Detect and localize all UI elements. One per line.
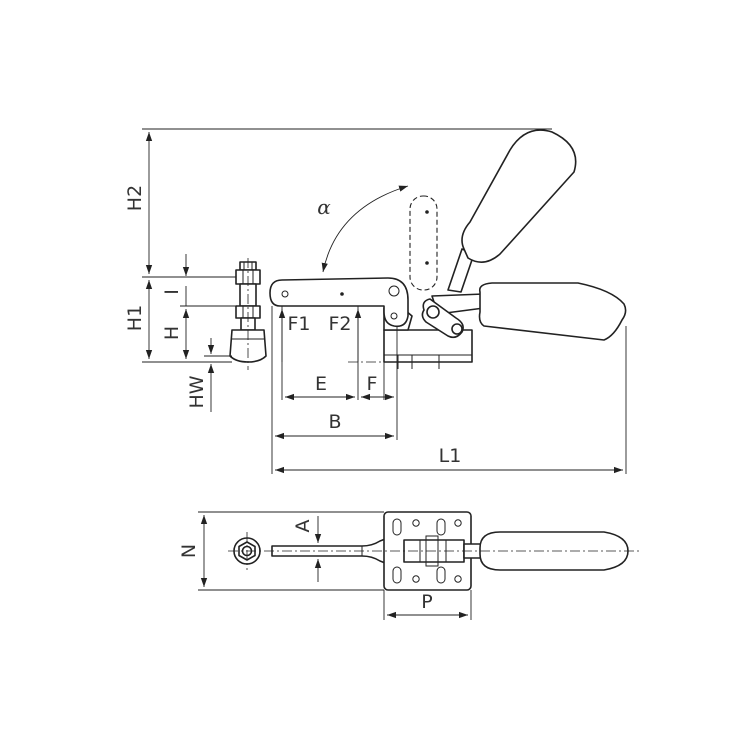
label-f: F xyxy=(367,373,378,395)
label-i: I xyxy=(161,289,183,295)
base-top-hole-1 xyxy=(412,519,420,527)
label-alpha: α xyxy=(317,195,331,219)
linkage-pin-2 xyxy=(451,323,463,335)
label-f2: F2 xyxy=(328,313,351,335)
arm-pivot-front xyxy=(281,290,289,298)
label-hw: HW xyxy=(186,375,208,408)
handle-closed-grip xyxy=(478,282,627,341)
base-top-hole-3 xyxy=(454,519,462,527)
open-arm-ghost xyxy=(409,195,438,291)
label-l1: L1 xyxy=(439,445,462,467)
arm-pivot-low xyxy=(390,312,398,320)
top-view xyxy=(228,511,640,591)
dim-alpha-arc xyxy=(321,185,409,273)
label-n: N xyxy=(178,544,200,558)
label-b: B xyxy=(328,411,341,433)
handle-raised-grip xyxy=(461,129,577,263)
base-top-slot-3 xyxy=(436,518,446,536)
labels: H2 H1 I H HW α F1 F2 E F B L1 N A P xyxy=(124,185,461,613)
base-top-hole-2 xyxy=(412,575,420,583)
side-view xyxy=(229,129,627,370)
base-top-slot-1 xyxy=(392,518,402,536)
label-f1: F1 xyxy=(287,313,310,335)
label-a: A xyxy=(292,520,314,533)
base-top-hole-4 xyxy=(454,575,462,583)
arm-pivot-main xyxy=(388,285,400,297)
base-top-slot-4 xyxy=(436,566,446,584)
arm-hole xyxy=(340,292,344,296)
base-top-slot-2 xyxy=(392,566,402,584)
top-dimensions xyxy=(198,511,472,620)
linkage-pin-1 xyxy=(426,305,440,319)
label-p: P xyxy=(421,591,432,613)
clamp-arm xyxy=(269,277,409,328)
ghost-pivot-2 xyxy=(425,261,429,265)
label-h1: H1 xyxy=(124,305,146,331)
label-e: E xyxy=(315,373,327,395)
label-h: H xyxy=(161,326,183,340)
ghost-pivot-1 xyxy=(425,210,429,214)
dimension-lines xyxy=(145,132,623,474)
label-h2: H2 xyxy=(124,185,146,211)
